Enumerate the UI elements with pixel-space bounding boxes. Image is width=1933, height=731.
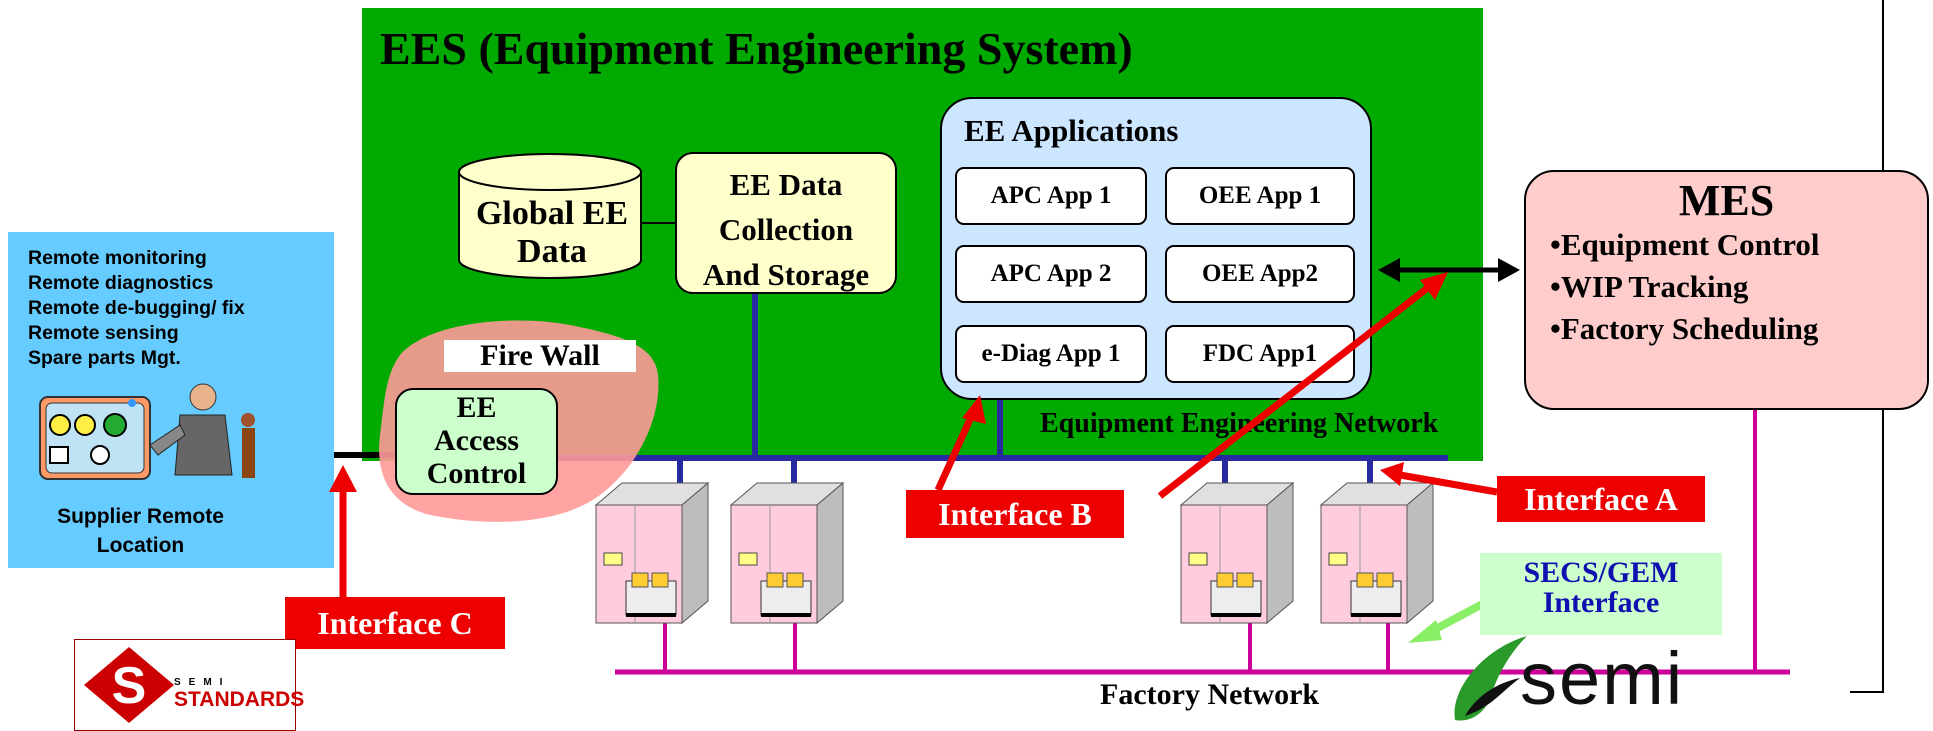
app-oee-1: OEE App 1 [1165, 167, 1355, 225]
supplier-task: Remote monitoring [28, 247, 207, 269]
svg-text:S: S [112, 657, 147, 715]
access-control-box [395, 388, 558, 495]
global-ee-data-label: Global EE Data [475, 195, 629, 270]
database-cylinder-icon [458, 153, 642, 279]
semi-s-logo-icon: S [84, 647, 174, 723]
supplier-location-label: Supplier Remote Location [57, 505, 224, 557]
interface-b-label: Interface B [906, 490, 1124, 538]
mes-item: •Equipment Control [1550, 227, 1820, 262]
semi-small-text: SEMI [174, 677, 231, 688]
mes-item: •Factory Scheduling [1550, 311, 1819, 346]
interface-c-label: Interface C [285, 597, 505, 649]
data-collection-box [675, 152, 897, 294]
mes-item: •WIP Tracking [1550, 269, 1749, 304]
secs-gem-label: SECS/GEM Interface [1523, 556, 1679, 619]
app-ediag-1: e-Diag App 1 [955, 325, 1147, 383]
supplier-task: Remote de-bugging/ fix [28, 297, 245, 319]
semi-swoosh-icon [1454, 636, 1527, 721]
secs-gem-box [1480, 553, 1722, 635]
supplier-task-list: Remote monitoring Remote diagnostics Rem… [28, 246, 245, 371]
data-collection-label: EE Data Collection And Storage [702, 167, 870, 292]
factory-network-label: Factory Network [1100, 678, 1320, 711]
supplier-task: Spare parts Mgt. [28, 347, 181, 369]
ee-applications-title: EE Applications [964, 113, 1179, 148]
standards-text: STANDARDS [174, 688, 305, 711]
ees-title: EES (Equipment Engineering System) [380, 23, 1133, 74]
supplier-task: Remote sensing [28, 322, 179, 344]
firewall-label: Fire Wall [444, 340, 636, 372]
access-control-label: EE Access Control [426, 391, 527, 490]
supplier-task: Remote diagnostics [28, 272, 214, 294]
interface-a-label: Interface A [1497, 476, 1705, 522]
app-apc-2: APC App 2 [955, 245, 1147, 303]
mes-item-list: •Equipment Control •WIP Tracking •Factor… [1550, 224, 1820, 350]
operator-with-monitor-icon [39, 383, 255, 480]
app-oee-2: OEE App2 [1165, 245, 1355, 303]
semi-wordmark: semi [1520, 637, 1685, 720]
mes-title: MES [1678, 176, 1775, 225]
app-apc-1: APC App 1 [955, 167, 1147, 225]
mes-panel [1524, 170, 1929, 410]
